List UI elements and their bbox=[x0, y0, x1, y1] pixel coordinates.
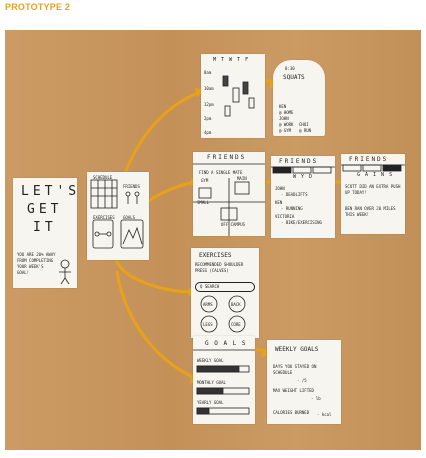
schedule-blocks bbox=[222, 75, 255, 117]
card-subtitle: W Y D bbox=[293, 174, 314, 180]
map-label: GYM bbox=[201, 178, 209, 183]
time-label: 2pm bbox=[204, 116, 212, 121]
intro-card[interactable]: LET'S GET IT YOU ARE 20% AWAY FROM COMPL… bbox=[13, 178, 77, 288]
note: @ RUN bbox=[299, 128, 312, 133]
friends-tabs bbox=[341, 164, 405, 172]
intro-line2: GET bbox=[27, 202, 63, 217]
time-label: 12pm bbox=[204, 102, 214, 107]
friend-activity: - BIKE/EXERCISING bbox=[281, 220, 322, 225]
squats-time: 8:30 bbox=[285, 66, 295, 71]
goal-label: MONTHLY GOAL bbox=[197, 380, 226, 385]
friends-tabs bbox=[271, 166, 335, 174]
page-title: PROTOTYPE 2 bbox=[5, 2, 71, 12]
friends-wyd-card[interactable]: FRIENDS W Y D JOHN - DEADLIFTS KEN - RUN… bbox=[271, 156, 335, 238]
card-subtitle: RECOMMENDED SHOULDER PRESS (CALVES) bbox=[195, 262, 244, 273]
exercise-category[interactable]: LEGS bbox=[203, 322, 213, 327]
goal-label: WEEKLY GOAL bbox=[197, 358, 224, 363]
goal-bars bbox=[193, 349, 255, 415]
squats-title: SQUATS bbox=[283, 74, 305, 81]
squats-card[interactable]: 8:30 SQUATS KEN @ HOME JOHN @ WORK CHOI … bbox=[273, 60, 325, 136]
map-label: SMALL bbox=[197, 200, 210, 205]
friends-map-card[interactable]: FRIENDS FIND A SINGLE MATE GYM MAIN SMAL… bbox=[193, 152, 265, 236]
card-title: FRIENDS bbox=[207, 154, 247, 161]
card-title: EXERCISES bbox=[199, 252, 232, 259]
stat-value: - lb bbox=[311, 396, 321, 401]
schedule-days: M T W T F bbox=[213, 57, 250, 63]
arrow-to-goals bbox=[115, 270, 197, 380]
note: @ WORK bbox=[279, 122, 294, 127]
time-label: 10am bbox=[204, 86, 214, 91]
map-sketch bbox=[193, 163, 265, 236]
friend-name[interactable]: VICTORIA bbox=[275, 214, 295, 219]
stat-label: MAX WEIGHT LIFTED bbox=[273, 388, 314, 393]
time-label: 4pm bbox=[204, 130, 212, 135]
intro-line3: IT bbox=[33, 220, 57, 235]
friend-name[interactable]: JOHN bbox=[275, 186, 285, 191]
intro-line1: LET'S bbox=[21, 184, 81, 199]
intro-message: YOU ARE 20% AWAY FROM COMPLETING YOUR WE… bbox=[17, 252, 56, 275]
weekly-goals-card[interactable]: WEEKLY GOALS DAYS YOU STAYED ON SCHEDULE… bbox=[267, 340, 341, 424]
exercise-circles bbox=[200, 295, 246, 333]
map-label: MAIN bbox=[237, 176, 247, 181]
goal-label: YEARLY GOAL bbox=[197, 400, 224, 405]
note: KEN bbox=[279, 104, 287, 109]
friend-name[interactable]: KEN bbox=[275, 200, 283, 205]
menu-grid bbox=[90, 179, 144, 249]
friends-gains-card[interactable]: FRIENDS G A I N S SCOTT DID AN EXTRA PUS… bbox=[341, 154, 405, 234]
time-label: 8am bbox=[204, 70, 212, 75]
arrow-to-exercises bbox=[115, 260, 194, 294]
stat-label: CALORIES BURNED bbox=[273, 410, 310, 415]
menu-friends[interactable]: FRIENDS bbox=[123, 184, 140, 189]
menu-exercises[interactable]: EXERCISES bbox=[93, 215, 115, 220]
card-title: FRIENDS bbox=[349, 156, 389, 163]
note: JOHN bbox=[279, 116, 289, 121]
card-title: FRIENDS bbox=[279, 158, 319, 165]
friend-activity: - RUNNING bbox=[281, 206, 303, 211]
gain-item: BEN RAN OVER 20 MILES THIS WEEK! bbox=[345, 206, 396, 217]
card-subtitle: FIND A SINGLE MATE bbox=[199, 170, 243, 175]
stat-value: - /5 bbox=[297, 378, 307, 383]
menu-goals[interactable]: GOALS bbox=[123, 215, 136, 220]
search-placeholder: Q SEARCH bbox=[200, 284, 220, 289]
note: @ GYM bbox=[279, 128, 292, 133]
corkboard: LET'S GET IT YOU ARE 20% AWAY FROM COMPL… bbox=[5, 30, 421, 450]
card-subtitle: G A I N S bbox=[357, 172, 394, 178]
exercise-category[interactable]: CORE bbox=[231, 322, 241, 327]
card-title: G O A L S bbox=[205, 340, 247, 347]
arrow-to-friends bbox=[145, 180, 197, 204]
goals-card[interactable]: G O A L S WEEKLY GOAL MONTHLY GOAL YEARL… bbox=[193, 336, 255, 424]
stat-label: DAYS YOU STAYED ON SCHEDULE bbox=[273, 364, 317, 375]
exercise-category[interactable]: BACK bbox=[231, 302, 241, 307]
card-title: WEEKLY GOALS bbox=[275, 346, 319, 353]
menu-schedule[interactable]: SCHEDULE bbox=[93, 175, 113, 180]
stat-value: - kcal bbox=[317, 412, 332, 417]
exercises-card[interactable]: EXERCISES RECOMMENDED SHOULDER PRESS (CA… bbox=[191, 248, 259, 338]
map-label: OFF CAMPUS bbox=[221, 222, 246, 227]
person-icon bbox=[59, 259, 71, 285]
schedule-card[interactable]: M T W T F 8am 10am 12pm 2pm 4pm bbox=[201, 54, 265, 138]
search-input[interactable]: Q SEARCH bbox=[195, 282, 255, 292]
menu-card[interactable]: SCHEDULE FRIENDS EXERCISES GOALS bbox=[87, 172, 149, 260]
friend-activity: - DEADLIFTS bbox=[281, 192, 308, 197]
note: @ HOME bbox=[279, 110, 294, 115]
exercise-category[interactable]: ARMS bbox=[203, 302, 213, 307]
gain-item: SCOTT DID AN EXTRA PUSH UP TODAY! bbox=[345, 184, 401, 195]
note: CHOI bbox=[299, 122, 309, 127]
